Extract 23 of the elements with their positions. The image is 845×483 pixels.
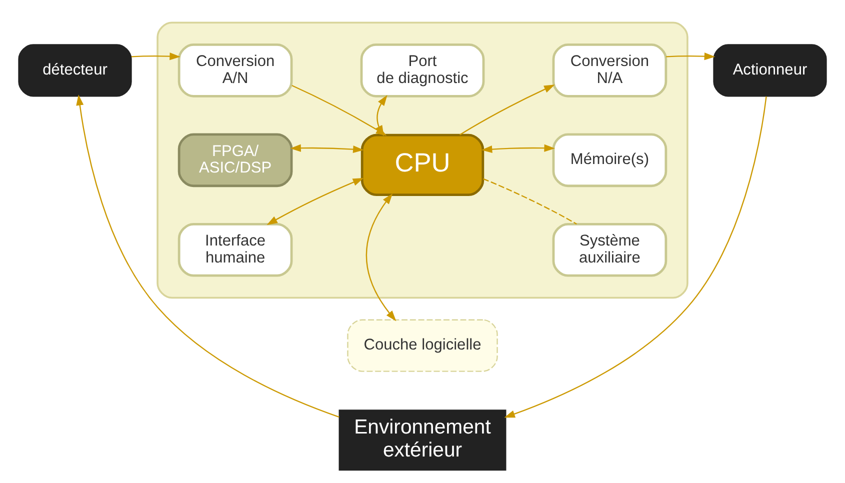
arrow — [481, 144, 556, 154]
node-box: détecteur — [18, 44, 132, 97]
arrow — [76, 94, 340, 418]
cluster — [156, 22, 688, 299]
node-box: Conversion N/A — [552, 44, 668, 98]
node-box: Système auxiliaire — [552, 222, 668, 277]
arrow — [131, 52, 180, 60]
node-box: Environnement extérieur — [338, 410, 506, 471]
arrow — [504, 96, 767, 418]
arrow — [459, 84, 555, 136]
arrow — [666, 52, 716, 60]
node-box: Conversion A/N — [178, 44, 293, 98]
node-box: Couche logicielle — [347, 319, 498, 372]
connector — [482, 178, 577, 225]
arrow — [266, 178, 364, 226]
node-box: FPGA/ ASIC/DSP — [178, 133, 293, 188]
arrow — [290, 144, 364, 154]
node-box: Interface humaine — [178, 222, 293, 277]
node-box: Port de diagnostic — [360, 44, 485, 98]
node-box: Actionneur — [713, 44, 827, 97]
node-box: Mémoire(s) — [552, 133, 668, 188]
arrow — [366, 193, 396, 322]
node-box: CPU — [360, 134, 484, 196]
